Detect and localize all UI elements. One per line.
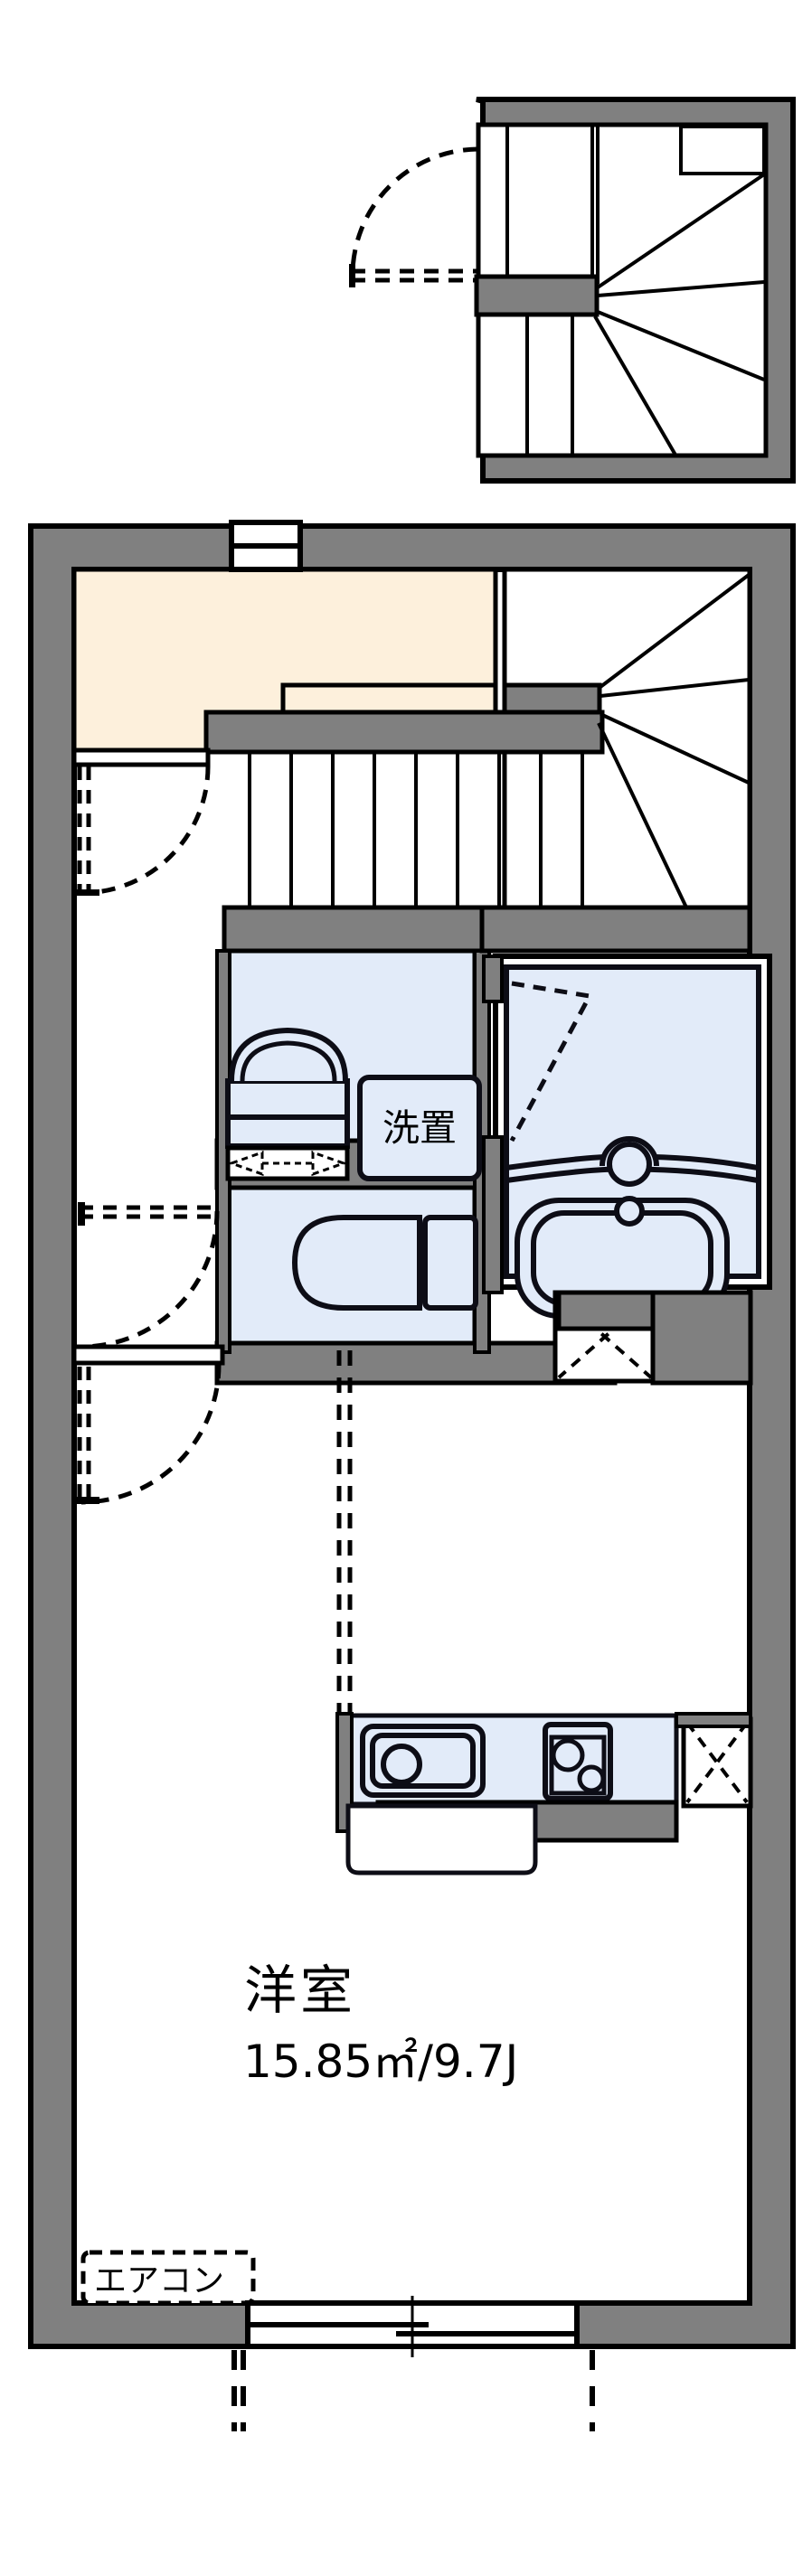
closet-upper-side-wall [650, 1290, 753, 1386]
toilet-fixture [291, 1215, 478, 1311]
room-area-label: 15.85㎡/9.7J [243, 2035, 518, 2088]
kitchen-sink [360, 1724, 486, 1798]
wash-basin [225, 1027, 350, 1149]
washroom-door-jamb [78, 1202, 85, 1226]
unit-stair-winders [597, 573, 751, 910]
bath-door-jamb-top [482, 954, 504, 1003]
kitchen [335, 1712, 679, 1876]
entrance-door-jamb [349, 264, 355, 287]
bath-head-wall [479, 905, 752, 954]
entrance-door-swing [350, 146, 478, 283]
room-door-opening [71, 1344, 225, 1366]
aircon-box [80, 2250, 256, 2306]
washing-machine-space: 洗置 [357, 1075, 482, 1181]
air-conditioner-marker: エアコン [80, 2250, 256, 2306]
storage-door-jamb [76, 889, 99, 896]
kitchen-west-jamb [335, 1712, 354, 1833]
aircon-label: エアコン [94, 2262, 224, 2299]
kitchen-partition-trace [336, 1350, 353, 1716]
washroom-door-swing [78, 1202, 220, 1349]
bathtub [515, 1196, 730, 1319]
upper-stair-top-box [679, 125, 766, 175]
sink-drain-icon [381, 1744, 422, 1785]
unit-stair-treads [248, 752, 584, 913]
balcony-extent-dashes [231, 2350, 595, 2431]
under-basin-slider [225, 1145, 350, 1181]
storage-door-swing [71, 747, 211, 896]
closet-sliding-door-lower [681, 1716, 753, 1809]
gas-stove [543, 1722, 613, 1801]
storage-room [71, 567, 499, 753]
storage-door-opening [71, 747, 211, 767]
upper-stair-winders [593, 173, 766, 458]
bathroom [482, 954, 772, 1319]
burner-icon-2 [577, 1764, 606, 1793]
closet-lower-top-wall [675, 1712, 752, 1728]
upper-stair-treads-top [505, 127, 600, 284]
upper-stair-block [349, 97, 796, 484]
sanitary-block: 洗置 [214, 905, 772, 1386]
bath-door-jamb-bottom [482, 1135, 504, 1294]
room-door-swing [71, 1344, 225, 1505]
room-name-label: 洋室 [244, 1960, 356, 2021]
bath-faucet-icon [607, 1142, 652, 1187]
kitchen-appliance-outline [345, 1803, 538, 1876]
room-door-jamb [76, 1497, 99, 1504]
upper-stair-treads-bottom [525, 316, 574, 456]
bath-folding-door [509, 981, 593, 1142]
laundry-label: 洗置 [382, 1106, 457, 1150]
unit-stair-head-beam [203, 710, 605, 755]
balcony-sliding-window [231, 2296, 595, 2431]
bathtub-drain-icon [614, 1196, 645, 1227]
top-window [229, 520, 303, 572]
burner-icon-1 [551, 1738, 585, 1772]
upper-landing-nub [474, 274, 600, 317]
